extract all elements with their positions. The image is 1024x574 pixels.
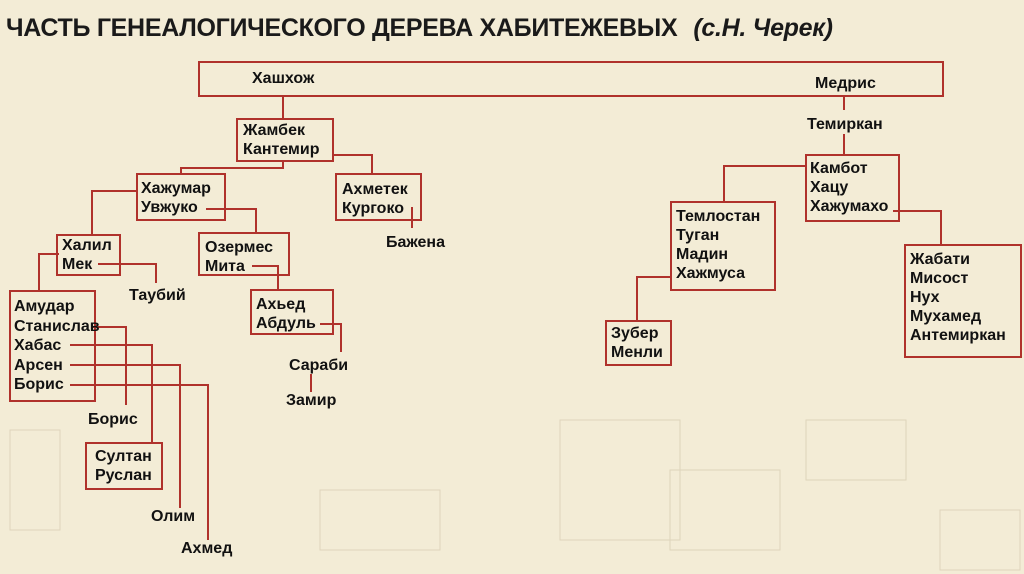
group-halil: Халил Мек [62, 236, 112, 274]
node-ahmed: Ахмед [181, 540, 233, 557]
box-halil [56, 234, 121, 276]
name-zuber: Зубер [611, 325, 659, 342]
name-kambot: Камбот [810, 160, 868, 177]
name-sultan: Султан [95, 448, 152, 465]
group-zuber: Зубер Менли [611, 324, 663, 362]
node-bazhena: Бажена [386, 234, 445, 251]
box-ahed [250, 289, 334, 335]
name-hajmusa: Хажмуса [676, 265, 746, 282]
group-ahmetek: Ахметек Кургоко [342, 180, 408, 218]
group-ahed: Ахьед Абдуль [256, 295, 316, 333]
group-hajumar: Хажумар Увжуко [141, 179, 211, 217]
name-stanislav: Станислав [14, 317, 100, 335]
name-misost: Мисост [910, 270, 969, 287]
name-ahed: Ахьед [256, 296, 306, 313]
title-author: (с.Н. Черек) [693, 14, 833, 42]
name-uvzhuko: Увжуко [141, 199, 198, 216]
name-boris: Борис [14, 376, 64, 393]
node-zamir: Замир [286, 392, 337, 409]
box-jambek [236, 118, 334, 162]
name-hajumaho: Хажумахо [810, 198, 889, 215]
box-kambot [805, 154, 900, 222]
group-jambek: Жамбек Кантемир [243, 121, 320, 159]
name-antemirkan: Антемиркан [910, 327, 1006, 344]
node-sarabi: Сараби [289, 357, 349, 374]
node-medris: Медрис [815, 75, 876, 92]
name-amudar: Амудар [14, 298, 75, 315]
box-zuber [605, 320, 672, 366]
name-ahmetek: Ахметек [342, 181, 408, 198]
box-jabati [904, 244, 1022, 358]
name-arsen: Арсен [14, 356, 63, 374]
node-olim: Олим [151, 508, 196, 525]
name-mita: Мита [205, 258, 245, 275]
name-tugan: Туган [676, 227, 720, 244]
node-hashkhozh: Хашхож [252, 70, 315, 87]
group-ozermes: Озермес Мита [205, 238, 273, 276]
box-amudar [9, 290, 96, 402]
group-temlostan: Темлостан Туган Мадин Хажмуса [676, 207, 760, 283]
name-halil: Халил [62, 237, 112, 254]
group-kambot: Камбот Хацу Хажумахо [810, 159, 888, 216]
node-temirkan: Темиркан [807, 116, 883, 133]
name-mek: Мек [62, 256, 93, 273]
name-abdul: Абдуль [256, 315, 316, 332]
name-jambek: Жамбек [243, 122, 305, 139]
name-nuh: Нух [910, 289, 940, 306]
group-jabati: Жабати Мисост Нух Мухамед Антемиркан [910, 250, 1006, 345]
box-ahmetek [335, 173, 422, 221]
name-hacu: Хацу [810, 179, 849, 196]
name-kurgoko: Кургоко [342, 200, 405, 217]
box-hajumar [136, 173, 226, 221]
group-sultan: Султан Руслан [95, 447, 152, 485]
name-ozermes: Озермес [205, 239, 274, 256]
name-madin: Мадин [676, 246, 729, 263]
node-boris-child: Борис [88, 411, 138, 428]
name-muhamed: Мухамед [910, 308, 982, 325]
diagram-title: ЧАСТЬ ГЕНЕАЛОГИЧЕСКОГО ДЕРЕВА ХАБИТЕЖЕВЫ… [6, 14, 833, 43]
box-temlostan [670, 201, 776, 291]
name-menli: Менли [611, 344, 663, 361]
name-jabati: Жабати [910, 251, 971, 268]
box-ozermes [198, 232, 290, 276]
name-kantemir: Кантемир [243, 141, 320, 158]
name-temlostan: Темлостан [676, 208, 761, 225]
title-text: ЧАСТЬ ГЕНЕАЛОГИЧЕСКОГО ДЕРЕВА ХАБИТЕЖЕВЫ… [6, 14, 678, 42]
node-taubiy: Таубий [129, 287, 186, 304]
name-habas: Хабас [14, 337, 62, 354]
name-ruslan: Руслан [95, 467, 152, 484]
name-hajumar: Хажумар [141, 180, 211, 197]
group-amudar: Амудар Станислав Хабас Арсен Борис [14, 297, 100, 395]
box-sultan [85, 442, 163, 490]
